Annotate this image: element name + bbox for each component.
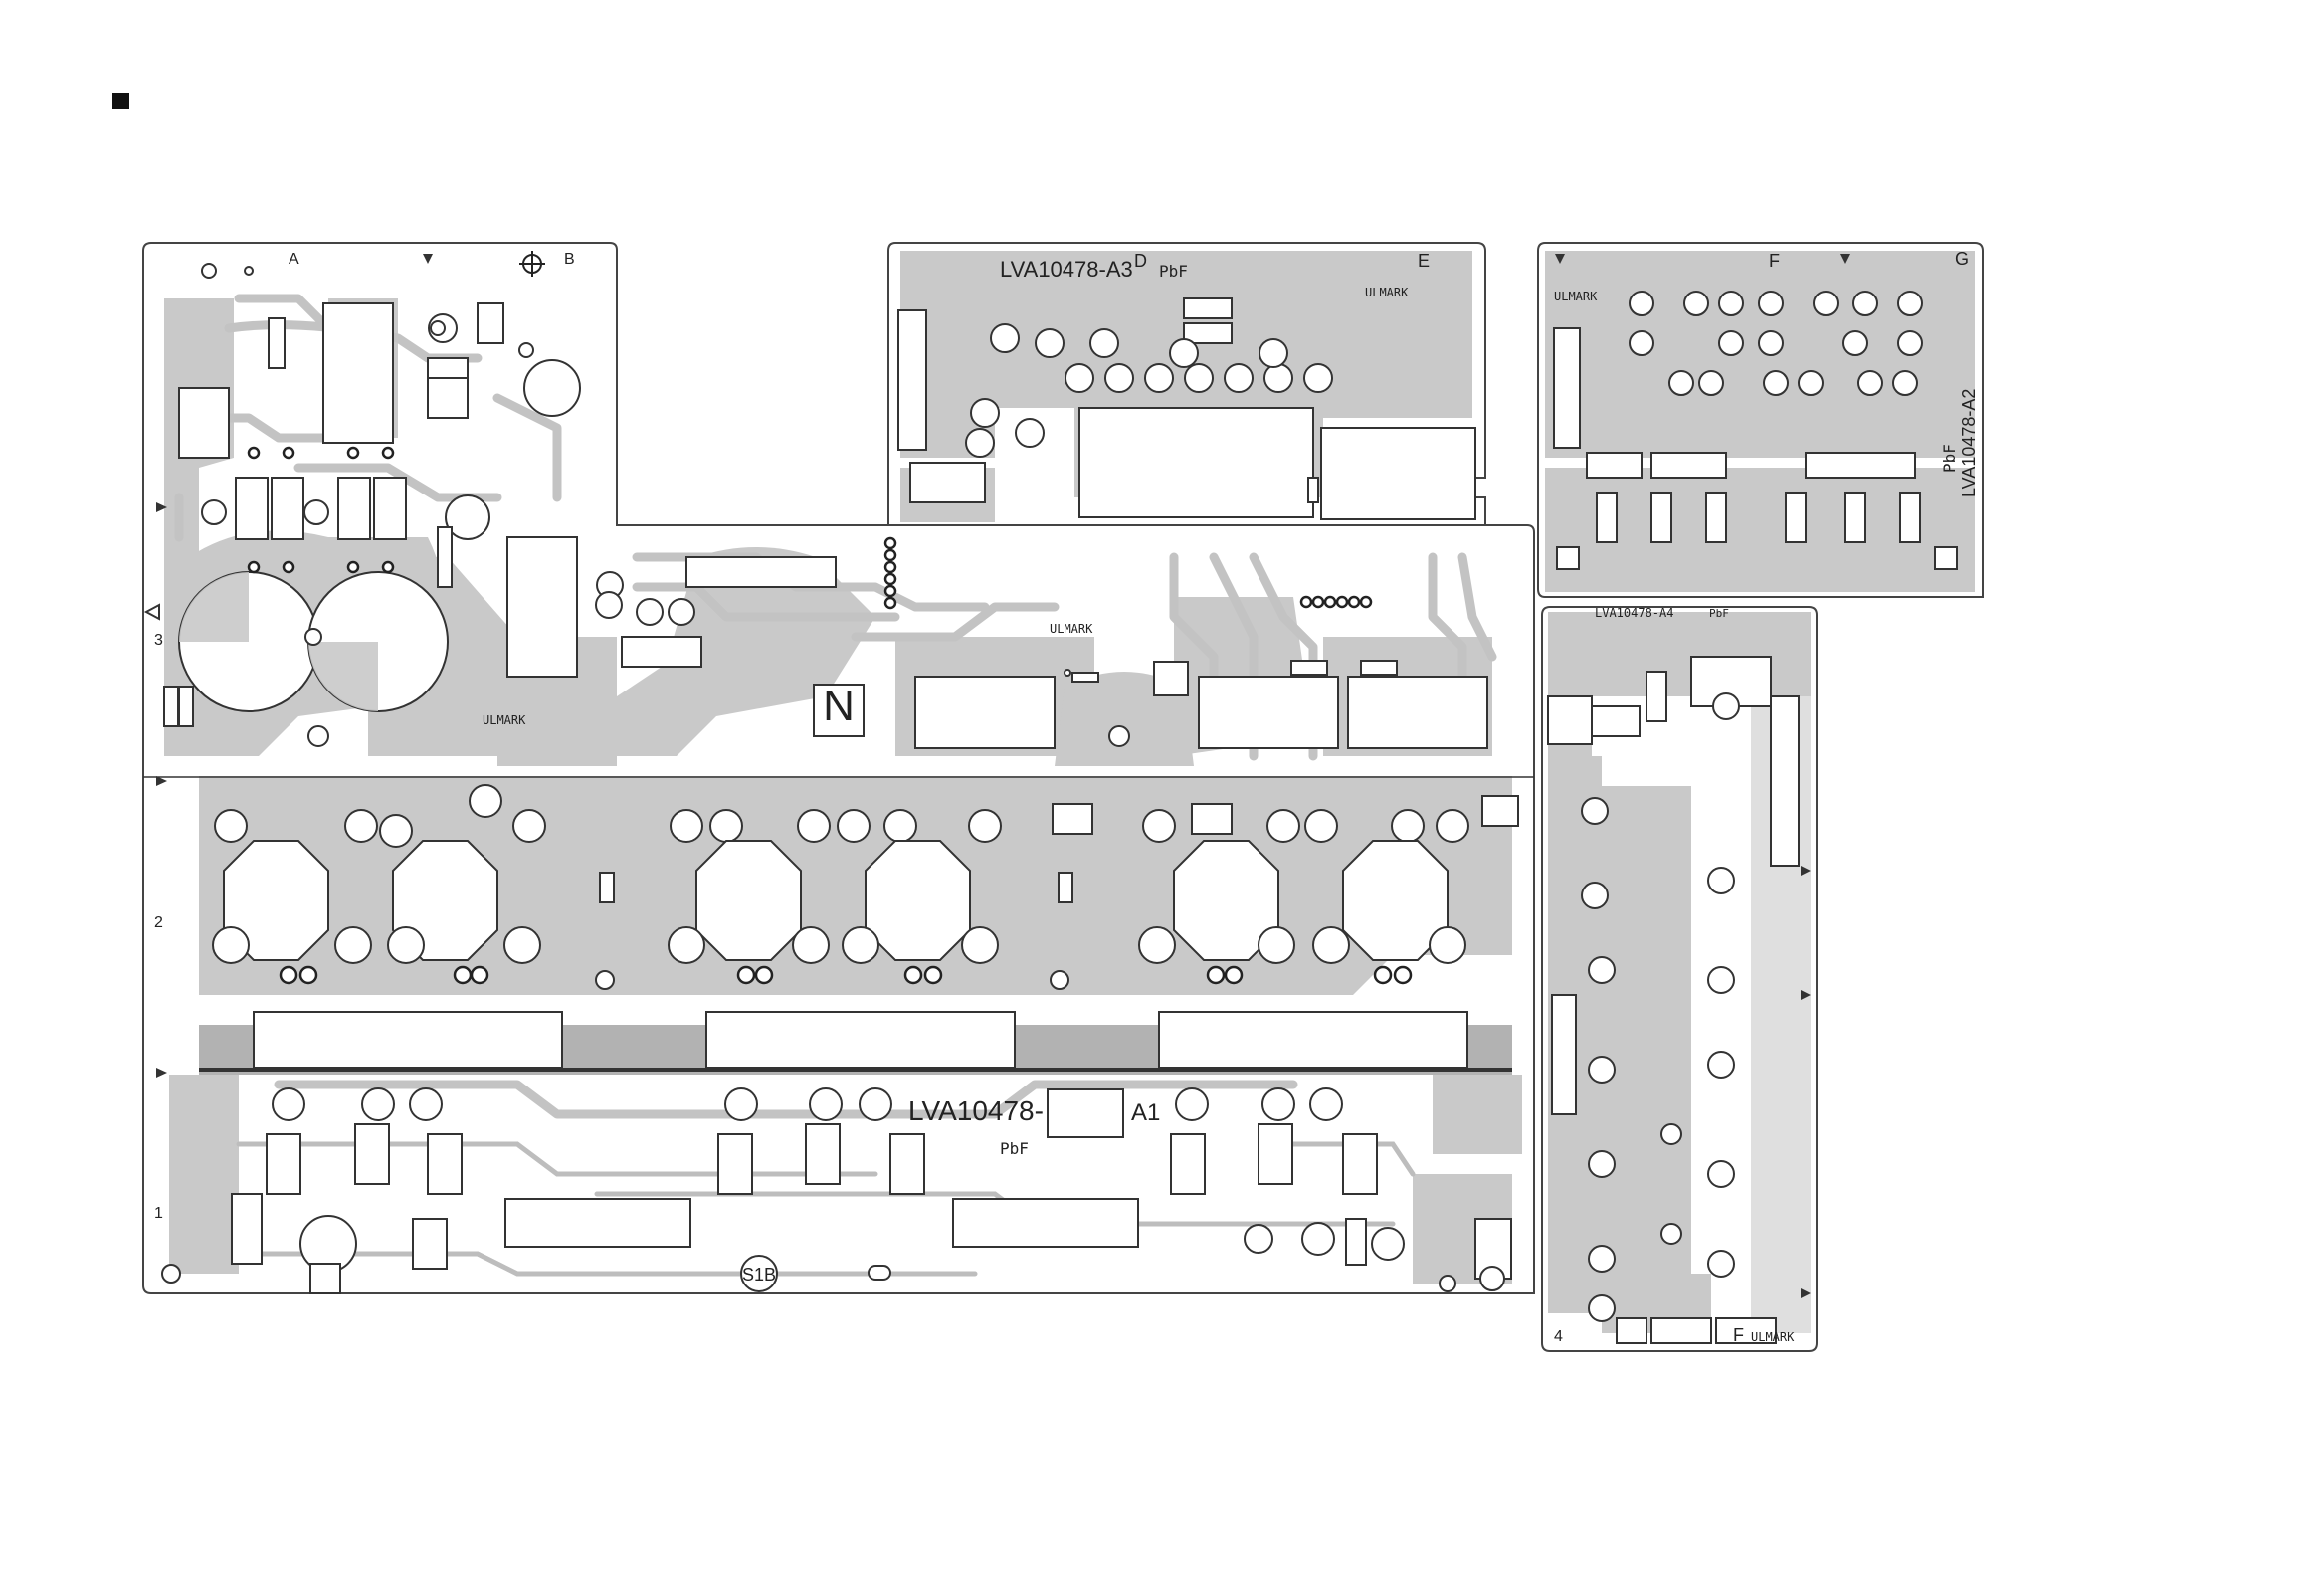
board-a2-label: LVA10478-A2: [1959, 389, 1979, 497]
ul-mark-label-a2: ULMARK: [1554, 290, 1598, 303]
grid-col-e: E: [1418, 251, 1430, 271]
pbf-label-a4: PbF: [1709, 607, 1729, 620]
pbf-label-a3: PbF: [1159, 262, 1188, 281]
grid-col-a: A: [289, 251, 299, 268]
ul-mark-label-a3: ULMARK: [1365, 286, 1409, 299]
board-a1-label: LVA10478-: [908, 1095, 1044, 1126]
section-square-icon: [112, 93, 129, 109]
board-a2: F G ULMARK PbF LVA10478-A2: [1538, 243, 1983, 597]
pbf-label-a2: PbF: [1940, 444, 1959, 473]
board-a4: LVA10478-A4 PbF 4 F ULMARK: [1542, 606, 1817, 1351]
grid-row-2: 2: [154, 914, 163, 931]
ul-mark-label-a4: ULMARK: [1751, 1330, 1795, 1344]
marker-n-label: N: [823, 682, 855, 730]
board-a4-label: LVA10478-A4: [1595, 606, 1673, 620]
grid-row-4-a4: 4: [1554, 1328, 1563, 1345]
ul-mark-label-a1b: ULMARK: [1050, 622, 1093, 636]
grid-col-d: D: [1134, 251, 1147, 271]
grid-col-f-a4: F: [1733, 1325, 1744, 1345]
ul-mark-label-a1: ULMARK: [483, 713, 526, 727]
heatsink-strips: [199, 1012, 1512, 1070]
grid-col-b: B: [564, 251, 575, 268]
board-a3: LVA10478-A3 D PbF E ULMARK: [888, 243, 1485, 525]
grid-col-g: G: [1955, 249, 1969, 269]
grid-col-f-a2: F: [1769, 251, 1780, 271]
board-a1-suffix: A1: [1131, 1099, 1160, 1126]
grid-row-3: 3: [154, 632, 163, 649]
grid-row-1: 1: [154, 1205, 163, 1222]
board-a3-label: LVA10478-A3: [1000, 257, 1133, 282]
pbf-label-a1: PbF: [1000, 1139, 1029, 1158]
s1b-label: S1B: [742, 1265, 776, 1284]
